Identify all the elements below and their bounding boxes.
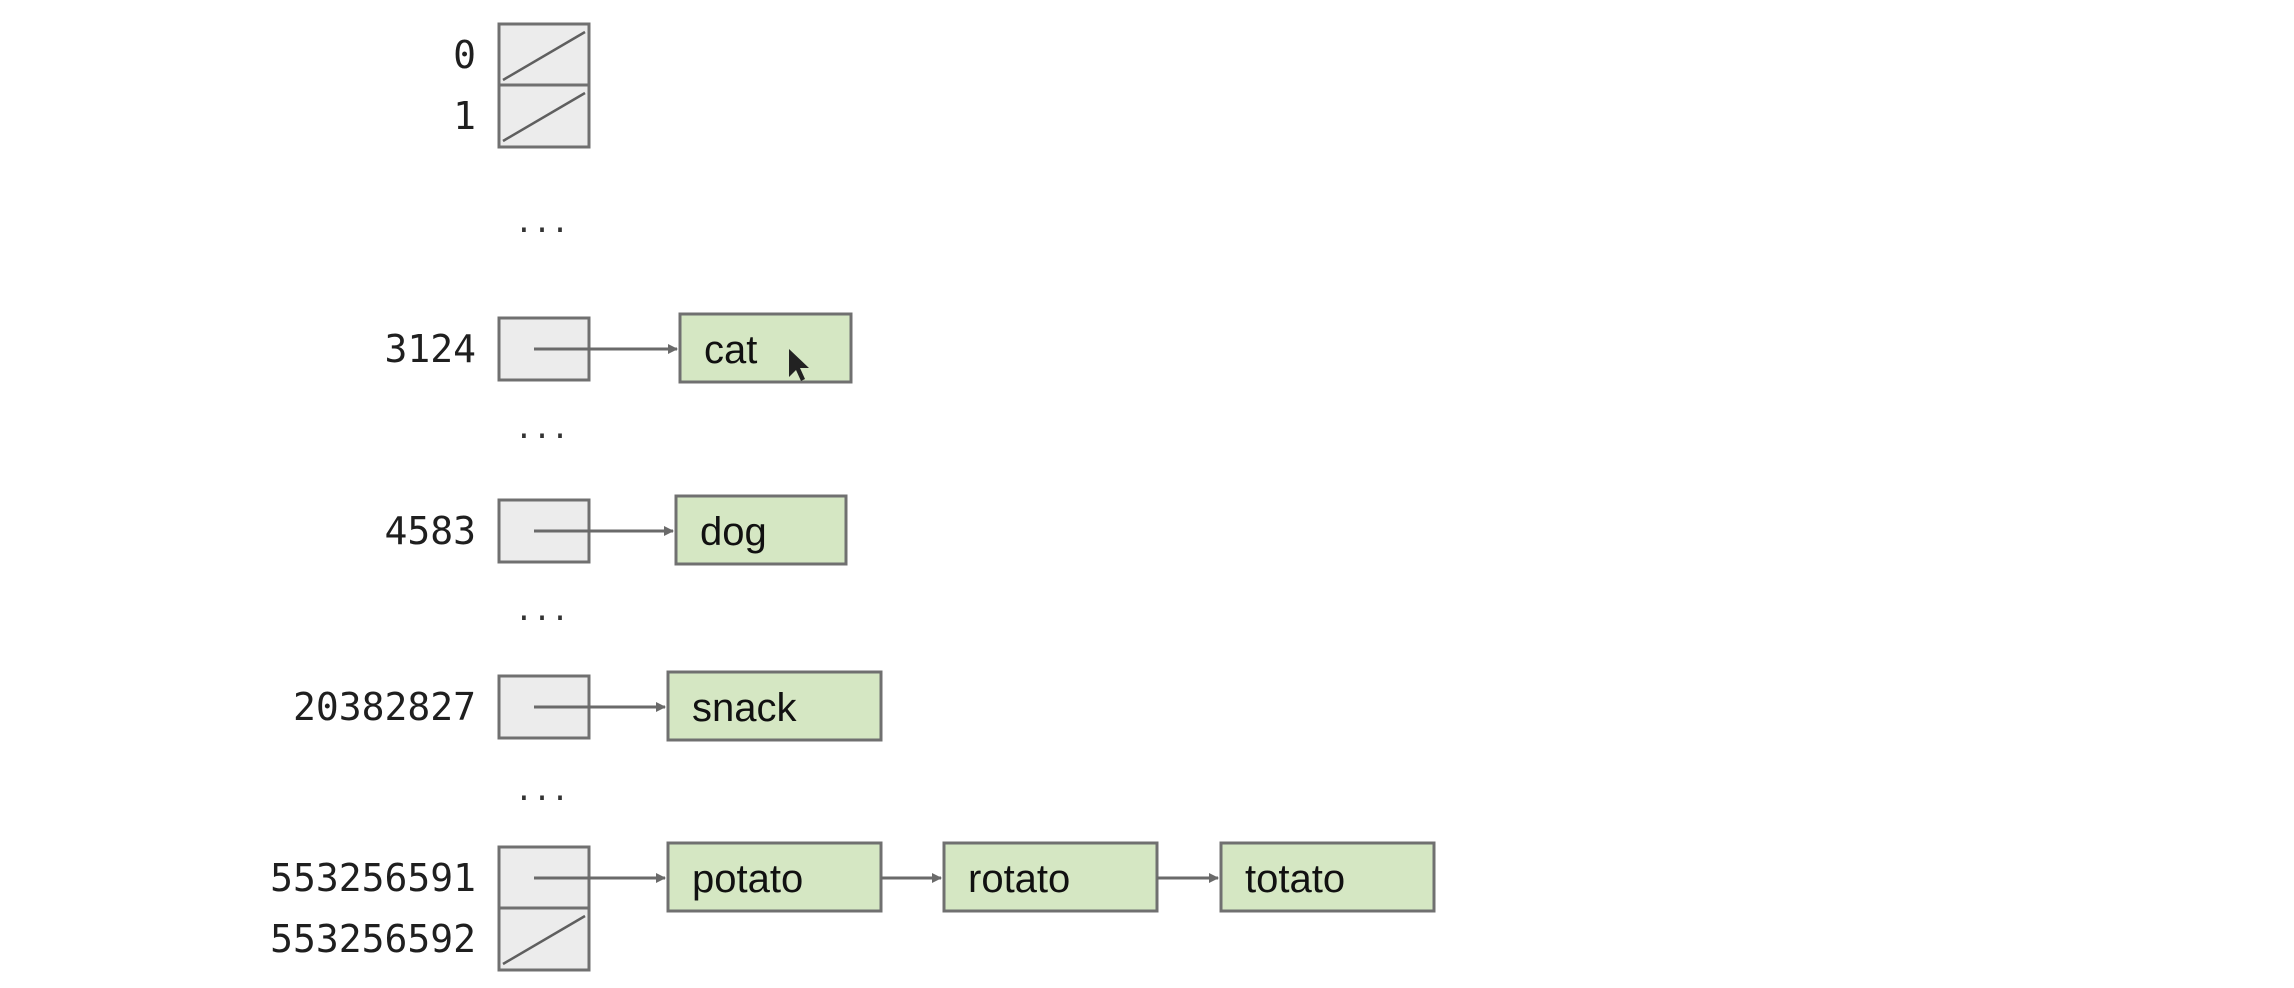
list-node [666, 670, 883, 742]
null-pointer-slash [502, 30, 586, 82]
list-node-label: rotato [968, 857, 1070, 901]
slot-index-label: 20382827 [293, 685, 476, 729]
null-pointer-slash [502, 91, 586, 143]
list-node [1219, 841, 1436, 913]
list-node [942, 841, 1159, 913]
slot-index-label: 3124 [384, 327, 476, 371]
list-node-label: snack [692, 686, 797, 730]
slot-index-label: 1 [453, 94, 476, 138]
slot-index-label: 553256592 [270, 917, 476, 961]
list-node-label: dog [700, 510, 767, 554]
slot-index-label: 553256591 [270, 856, 476, 900]
ellipsis: ... [515, 593, 569, 628]
list-node-label: potato [692, 857, 803, 901]
slot-index-label: 0 [453, 33, 476, 77]
ellipsis: ... [515, 411, 569, 446]
mouse-cursor-icon [789, 349, 809, 381]
list-node [666, 841, 883, 913]
slot-index-label: 4583 [384, 509, 476, 553]
list-node-label: cat [704, 328, 757, 372]
ellipsis: ... [515, 773, 569, 808]
list-node [678, 312, 853, 384]
null-pointer-slash [502, 914, 586, 966]
bucket-cell [497, 906, 591, 972]
list-node [674, 494, 848, 566]
ellipsis: ... [515, 205, 569, 240]
list-node-label: totato [1245, 857, 1345, 901]
